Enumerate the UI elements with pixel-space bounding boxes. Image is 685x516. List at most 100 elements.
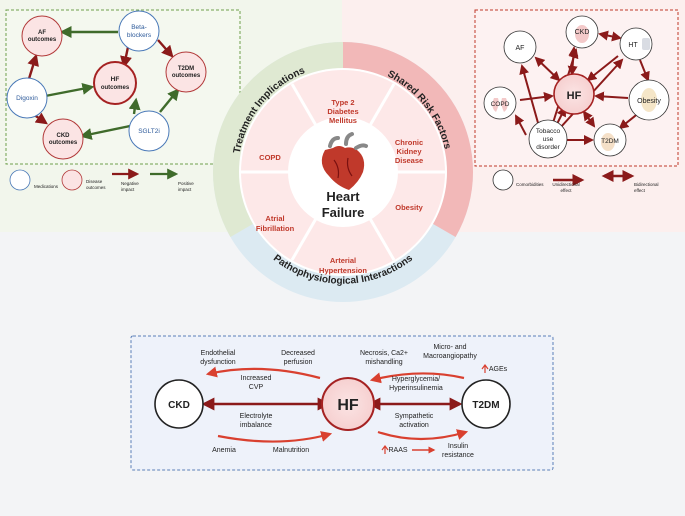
patho-electrolyte-l2: imbalance <box>240 422 272 429</box>
arrow-t2dm-hf-top <box>369 372 465 384</box>
wheel-t2dm-l2: Diabetes <box>327 107 358 116</box>
wheel-t2dm-l3: Mellitus <box>329 116 357 125</box>
treatment-panel: AF outcomes Beta- blockers HF outcomes T… <box>5 9 241 165</box>
node-ckd <box>154 379 204 429</box>
patho-necrosis-l1: Necrosis, Ca2+ <box>360 350 408 357</box>
patho-endothelial-l1: Endothelial <box>201 350 236 357</box>
patho-sympathetic-l2: activation <box>399 422 429 429</box>
node-ckd-outcomes <box>42 118 84 160</box>
legend-disease-l1: Disease <box>86 179 103 184</box>
blood-pressure-icon <box>642 38 650 50</box>
wheel-t2dm-l1: Type 2 <box>331 98 354 107</box>
body-icon <box>641 88 657 112</box>
patho-hyperglycemia-l2: Hyperinsulinemia <box>389 385 443 392</box>
wheel-obesity: Obesity <box>395 203 423 212</box>
node-sglt2i <box>128 110 170 152</box>
arrow-ckd-hf <box>567 46 579 76</box>
patho-raas: RAAS <box>388 447 407 454</box>
arrow-ckd-hf-bottom <box>217 431 333 443</box>
wheel-labels: Type 2 Diabetes Mellitus Chronic Kidney … <box>256 98 424 275</box>
risk-panel: AF CKD HT HF COPD Obesity Tobacco use di… <box>474 9 679 167</box>
arrow-tobacco-copd <box>515 114 527 136</box>
ckd-outcomes-l1: CKD <box>57 133 71 139</box>
risk-tobacco-l1: Tobacco <box>536 128 561 135</box>
arrow-t2dm-hf <box>582 110 596 128</box>
patho-hyperglycemia-l1: Hyperglycemia/ <box>392 376 440 383</box>
legend-uni-l2: effect <box>561 188 573 193</box>
risk-t2dm: T2DM <box>601 138 619 145</box>
risk-copd: COPD <box>491 101 510 108</box>
patho-ckd: CKD <box>168 400 190 411</box>
t2dm-outcomes-l2: outcomes <box>172 73 201 79</box>
risk-legend: Comorbidities Unidirectional effect Bidi… <box>492 169 659 193</box>
wheel-af-l1: Atrial <box>265 214 284 223</box>
patho-angiopathy-l2: Macroangiopathy <box>423 353 477 360</box>
patho-cvp-l2: CVP <box>249 384 264 391</box>
patho-hf: HF <box>337 397 359 414</box>
node-hf <box>553 73 595 115</box>
center-heart: Heart <box>326 189 360 204</box>
legend-positive-l2: impact <box>178 187 192 192</box>
patho-insulin-l2: resistance <box>442 452 474 459</box>
node-t2dm-outcomes <box>165 51 207 93</box>
hf-outcomes-l1: HF <box>111 76 120 83</box>
patho-ages: AGEs <box>489 366 508 373</box>
legend-disease-swatch <box>61 169 83 191</box>
arrow-ht-hf <box>586 55 619 82</box>
arrow-beta-hf <box>120 46 132 69</box>
af-outcomes-l1: AF <box>38 30 46 36</box>
risk-hf: HF <box>567 90 582 102</box>
node-copd <box>483 86 517 120</box>
legend-disease-l2: outcomes <box>86 185 106 190</box>
beta-blockers-l2: blockers <box>127 32 152 39</box>
patho-insulin-l1: Insulin <box>448 443 468 450</box>
legend-negative-l2: impact <box>121 187 135 192</box>
risk-ht: HT <box>628 42 638 49</box>
risk-af: AF <box>516 45 525 52</box>
legend-comorbidities-swatch <box>492 169 514 191</box>
beta-blockers-l1: Beta- <box>131 24 147 31</box>
node-ht <box>619 27 653 61</box>
sglt2i-label: SGLT2i <box>138 128 160 135</box>
patho-sympathetic-l1: Sympathetic <box>395 413 434 420</box>
arrow-ckd-ht <box>598 30 622 42</box>
arrow-hf-ckd-top <box>205 366 321 380</box>
patho-cvp-l1: Increased <box>241 375 272 382</box>
arrow-sglt2i-ckd <box>79 124 131 140</box>
arrow-hf-t2dm-bottom <box>377 429 469 441</box>
patho-perfusion-l1: Decreased <box>281 350 315 357</box>
patho-panel: CKD HF T2DM Endothelial dysfunction Decr… <box>130 335 554 471</box>
risk-tobacco-l2: use <box>543 136 554 143</box>
node-af-outcomes <box>21 15 63 57</box>
treatment-legend: Medications Disease outcomes Negative im… <box>9 168 194 192</box>
legend-bi-l1: Bidirectional <box>634 182 659 187</box>
legend-positive-l1: Positive <box>178 181 194 186</box>
arrow-sglt2i-t2dm <box>159 88 180 113</box>
digoxin-label: Digoxin <box>16 95 38 102</box>
arrow-beta-t2dm <box>157 39 174 58</box>
node-digoxin <box>6 77 48 119</box>
arrow-sglt2i-hf <box>128 97 141 115</box>
center-failure: Failure <box>322 205 365 220</box>
legend-bi-l2: effect <box>634 188 646 193</box>
central-wheel: Heart Failure Type 2 Diabetes Mellitus C… <box>212 41 474 302</box>
legend-medications-swatch <box>9 169 31 191</box>
node-af <box>503 30 537 64</box>
legend-comorbidities: Comorbidities <box>516 182 544 187</box>
node-t2dm <box>461 379 511 429</box>
patho-malnutrition: Malnutrition <box>273 447 309 454</box>
arrow-digoxin-hf <box>39 82 95 99</box>
arrow-ht-obesity <box>639 59 650 82</box>
patho-anemia: Anemia <box>212 447 236 454</box>
risk-ckd: CKD <box>575 29 590 36</box>
node-beta-blockers <box>118 10 160 52</box>
heart-icon <box>321 132 368 190</box>
legend-negative-l1: Negative <box>121 181 139 186</box>
pancreas-icon <box>601 133 615 151</box>
wheel-hypertension-l2: Hypertension <box>319 266 367 275</box>
patho-angiopathy-l1: Micro- and <box>433 344 466 351</box>
legend-medications: Medications <box>34 184 59 189</box>
node-hf <box>321 377 375 431</box>
af-outcomes-l2: outcomes <box>28 37 57 43</box>
